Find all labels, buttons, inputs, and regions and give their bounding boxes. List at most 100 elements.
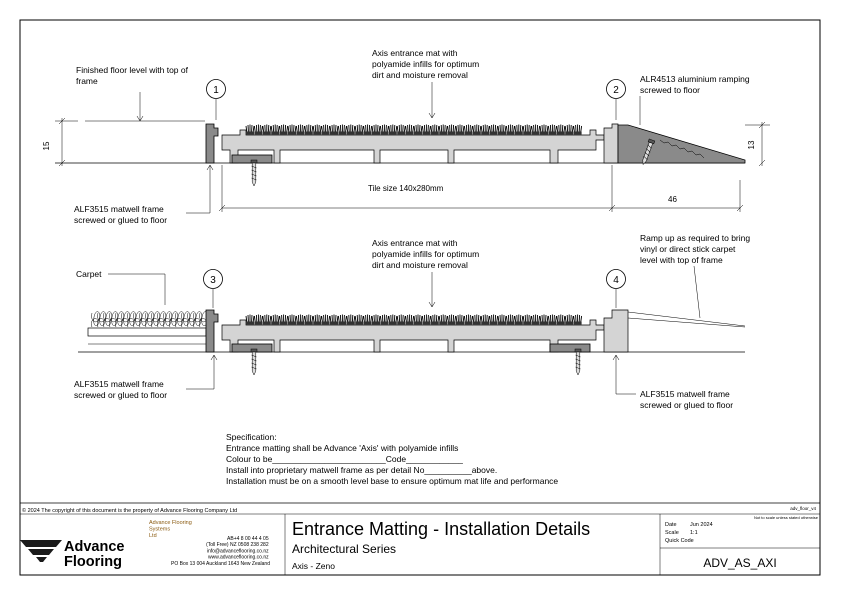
mat-tuft <box>430 314 440 325</box>
product-name: Axis - Zeno <box>292 561 335 571</box>
mat-tuft <box>405 314 415 325</box>
mat-tuft <box>329 314 339 325</box>
mat-tuft <box>564 124 574 135</box>
mat-tuft <box>279 314 289 325</box>
carpet-loop <box>133 311 143 328</box>
mat-tuft <box>262 314 272 325</box>
mat-tuft <box>363 124 373 135</box>
mat-tuft <box>304 314 314 325</box>
carpet-loop <box>109 311 119 328</box>
carpet-loop <box>145 311 155 328</box>
detail-1-2: 15 1 2 Finished floor level with t <box>42 48 770 225</box>
carpet-loop <box>163 311 173 328</box>
file-ref: adv_floor_v4 <box>790 506 816 511</box>
mat-tuft <box>354 314 364 325</box>
mat-tuft <box>304 124 314 135</box>
carpet-loop <box>175 311 185 328</box>
mat-tuft <box>472 124 482 135</box>
mat-base-3 <box>221 319 605 353</box>
vinyl-ramp <box>627 311 746 328</box>
mat-tuft <box>270 314 280 325</box>
mat-tuft <box>447 124 457 135</box>
mat-tuft <box>514 124 524 135</box>
mat-tuft <box>556 314 566 325</box>
mat-tuft <box>321 124 331 135</box>
mat-tuft <box>346 314 356 325</box>
mat-tuft <box>455 124 465 135</box>
mat-tuft <box>497 314 507 325</box>
mat-tuft <box>472 314 482 325</box>
mat-tuft <box>295 124 305 135</box>
mat-tuft <box>405 124 415 135</box>
mat-tuft <box>287 124 297 135</box>
specification-text: Specification: Entrance matting shall be… <box>226 432 558 486</box>
carpet-loop <box>151 311 161 328</box>
mat-tufts-1 <box>245 124 583 135</box>
mat-tufts-3 <box>245 314 583 325</box>
drawing-code: ADV_AS_AXI <box>703 556 776 570</box>
company-logo: Advance Flooring <box>20 539 124 570</box>
carpet-loop <box>169 311 179 328</box>
carpet-loop <box>103 311 113 328</box>
mat-tuft <box>564 314 574 325</box>
mat-tuft <box>371 314 381 325</box>
mat-tuft <box>489 124 499 135</box>
svg-text:Flooring: Flooring <box>64 554 122 570</box>
carpet-loop <box>115 311 125 328</box>
carpet-loop <box>121 311 131 328</box>
mat-tuft <box>371 124 381 135</box>
mat-tuft <box>480 124 490 135</box>
mat-tuft <box>354 124 364 135</box>
carpet-loop <box>127 311 137 328</box>
drawing-title: Entrance Matting - Installation Details <box>292 519 590 539</box>
matwell-frame-right-3 <box>603 309 629 353</box>
mat-tuft <box>253 124 263 135</box>
tile-size-dim: Tile size 140x280mm <box>368 184 444 193</box>
mat-tuft <box>388 314 398 325</box>
mat-tuft <box>531 124 541 135</box>
mat-tuft <box>489 314 499 325</box>
svg-text:Advance: Advance <box>64 539 124 555</box>
detail-marker-2: 2 <box>606 79 626 120</box>
mat-tuft <box>396 124 406 135</box>
mat-tuft <box>295 314 305 325</box>
carpet-loop <box>97 311 107 328</box>
matwell-frame-right-1 <box>603 123 619 164</box>
mat-tuft <box>438 124 448 135</box>
mat-tuft <box>480 314 490 325</box>
mat-tuft <box>413 314 423 325</box>
carpet-loop <box>139 311 149 328</box>
mat-tuft <box>556 124 566 135</box>
carpet-loop <box>157 311 167 328</box>
mat-tuft <box>312 124 322 135</box>
series-name: Architectural Series <box>292 542 396 556</box>
mat-base-1 <box>221 129 605 164</box>
mat-tuft <box>531 314 541 325</box>
mat-tuft <box>573 124 583 135</box>
detail-marker-4: 4 <box>606 269 626 308</box>
carpet-loop <box>187 311 197 328</box>
mat-tuft <box>329 124 339 135</box>
carpet-backing <box>87 327 207 337</box>
carpet-loop <box>193 311 203 328</box>
mat-tuft <box>522 124 532 135</box>
mat-tuft <box>379 314 389 325</box>
mat-tuft <box>245 124 255 135</box>
mat-tuft <box>388 124 398 135</box>
mat-tuft <box>573 314 583 325</box>
mat-tuft <box>337 314 347 325</box>
mat-tuft <box>547 124 557 135</box>
aluminium-ramp <box>617 124 746 164</box>
mat-tuft <box>463 314 473 325</box>
outer-border <box>19 19 821 576</box>
mat-tuft <box>413 124 423 135</box>
mat-tuft <box>463 124 473 135</box>
mat-tuft <box>447 314 457 325</box>
mat-tuft <box>287 314 297 325</box>
mat-tuft <box>379 124 389 135</box>
